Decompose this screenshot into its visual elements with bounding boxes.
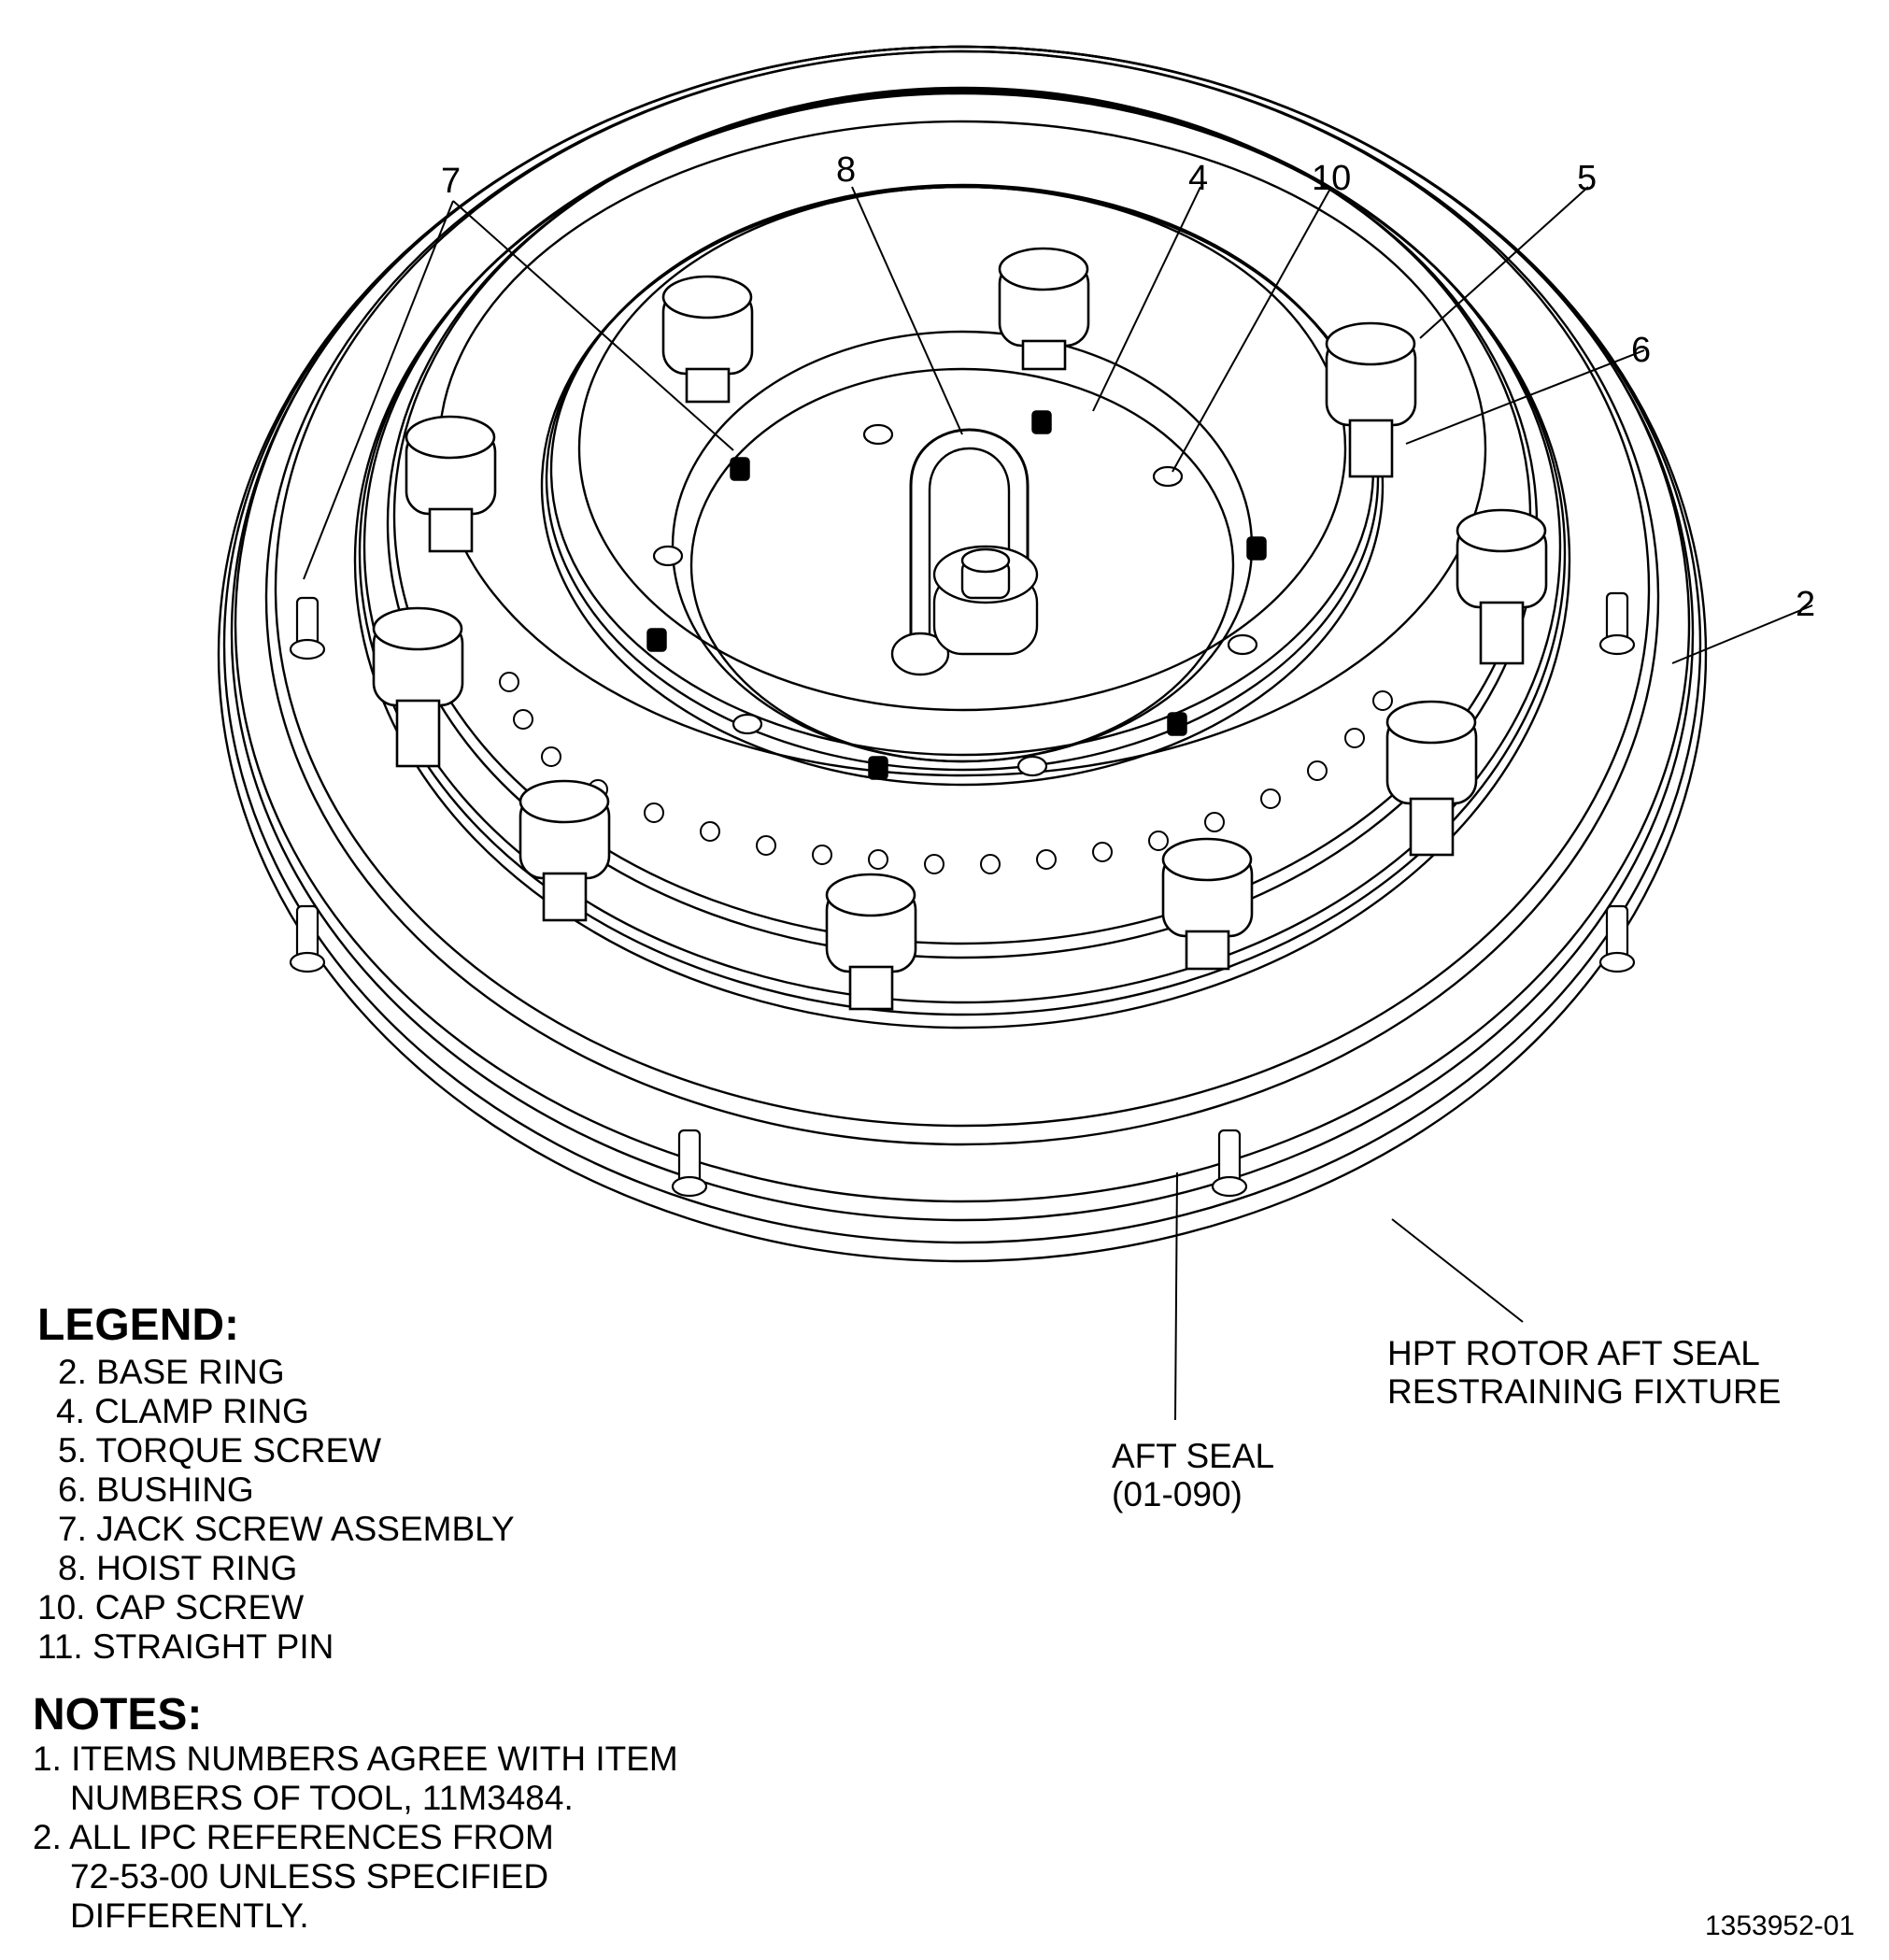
clamp-ring-inner	[577, 185, 1347, 712]
legend-title: LEGEND:	[37, 1300, 239, 1350]
legend-item: 5. TORQUE SCREW	[58, 1431, 382, 1470]
torque-screw	[825, 873, 917, 1011]
torque-screw	[372, 606, 464, 768]
legend-item: 10. CAP SCREW	[37, 1588, 305, 1626]
straight-pins	[289, 591, 1636, 1198]
torque-screw	[1385, 700, 1478, 857]
hoist-ring-shape	[909, 428, 1030, 649]
legend-item: 11. STRAIGHT PIN	[37, 1627, 334, 1666]
legend-item: 2. BASE RING	[58, 1353, 285, 1391]
bolt-hole-ring	[499, 672, 1393, 874]
notes-list: 1. ITEMS NUMBERS AGREE WITH ITEM NUMBERS…	[33, 1740, 678, 1936]
jack-screws	[646, 410, 1267, 780]
torque-screw	[405, 415, 497, 553]
center-opening	[671, 330, 1254, 763]
fixture-label-line: RESTRAINING FIXTURE	[1387, 1372, 1782, 1412]
seal-label-line: (01-090)	[1112, 1475, 1243, 1514]
callout-2: 2	[1796, 585, 1816, 624]
clamp-ring-outer	[540, 185, 1385, 787]
note-line: 2. ALL IPC REFERENCES FROM	[33, 1818, 554, 1856]
notes-title: NOTES:	[33, 1690, 203, 1740]
note-line: 72-53-00 UNLESS SPECIFIED	[70, 1857, 549, 1896]
seal-label-line: AFT SEAL	[1112, 1437, 1275, 1475]
torque-screw	[998, 247, 1090, 371]
cap-screws	[652, 423, 1258, 777]
legend-item: 8. HOIST RING	[58, 1549, 298, 1587]
callout-4: 4	[1188, 159, 1209, 198]
callout-7: 7	[441, 162, 462, 201]
callout-5: 5	[1577, 159, 1598, 198]
legend-item: 6. BUSHING	[58, 1470, 254, 1509]
leader-lines	[303, 186, 1813, 1421]
note-line: 1. ITEMS NUMBERS AGREE WITH ITEM	[33, 1740, 678, 1778]
seal-label: AFT SEAL (01-090)	[1112, 1437, 1274, 1514]
figure-id: 1353952-01	[1705, 1910, 1855, 1941]
fixture-label: HPT ROTOR AFT SEAL RESTRAINING FIXTURE	[1387, 1334, 1781, 1412]
legend-list: 2. BASE RING 4. CLAMP RING 5. TORQUE SCR…	[37, 1353, 515, 1667]
callout-8: 8	[836, 150, 857, 190]
torque-screw	[1161, 837, 1254, 971]
note-line: DIFFERENTLY.	[70, 1896, 309, 1935]
legend-item: 7. JACK SCREW ASSEMBLY	[58, 1510, 515, 1548]
legend-item: 4. CLAMP RING	[56, 1392, 309, 1430]
torque-screw	[661, 275, 754, 404]
torque-screw	[518, 779, 611, 922]
fixture-label-line: HPT ROTOR AFT SEAL	[1387, 1334, 1760, 1372]
torque-screws	[372, 247, 1548, 1011]
torque-screw	[1325, 321, 1417, 478]
torque-screw	[1456, 508, 1548, 665]
callout-6: 6	[1631, 331, 1652, 370]
aft-seal-ring	[353, 92, 1571, 1030]
note-line: NUMBERS OF TOOL, 11M3484.	[70, 1779, 574, 1817]
callout-10: 10	[1312, 159, 1352, 198]
